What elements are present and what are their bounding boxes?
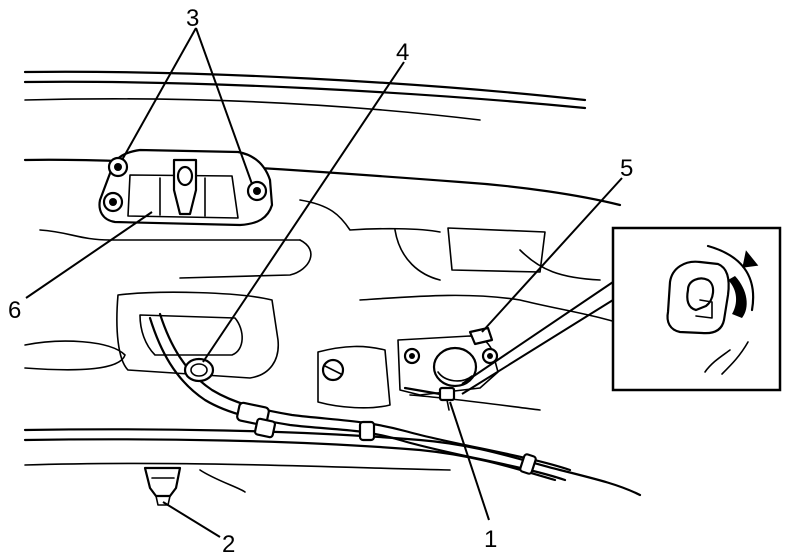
panel-bolt (321, 358, 345, 382)
lock-actuator (432, 326, 494, 388)
callout-3: 3 (186, 5, 199, 32)
bolt-right (481, 347, 499, 365)
recess-panels (116, 227, 546, 409)
leader-lines (25, 27, 623, 538)
callout-1: 1 (484, 526, 497, 553)
detail-inset (611, 226, 782, 392)
callout-2: 2 (222, 531, 235, 558)
nut-lower-left (102, 191, 124, 213)
nut-right (246, 180, 268, 202)
bolt-left (403, 347, 421, 365)
nut-upper-left (107, 156, 129, 178)
callout-6: 6 (8, 297, 21, 324)
detail-pointer (461, 281, 614, 395)
trunk-lid-outline (23, 70, 642, 497)
retainer-clip (143, 466, 182, 506)
striker-assembly (98, 148, 274, 227)
callout-labels: 3 4 5 6 2 1 (8, 5, 633, 558)
callout-4: 4 (396, 39, 409, 66)
grommet (183, 357, 215, 383)
latch-assembly (397, 326, 499, 411)
callout-5: 5 (620, 155, 633, 182)
wiring-harness (148, 312, 572, 482)
lock-rod (403, 386, 456, 411)
